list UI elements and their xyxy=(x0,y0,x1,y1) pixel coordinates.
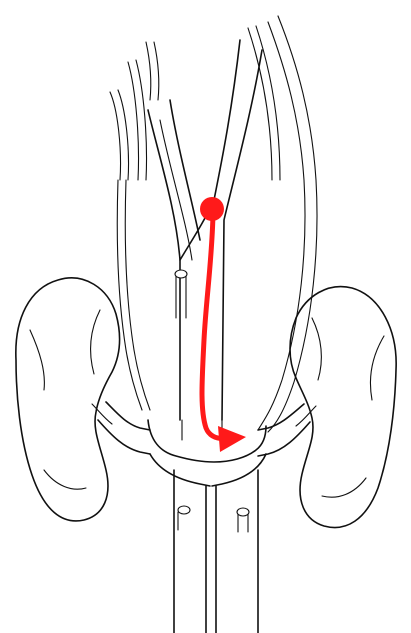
red-arrow-path xyxy=(202,214,232,439)
right-kidney xyxy=(290,287,396,528)
red-arrowhead xyxy=(218,426,246,452)
left-kidney xyxy=(16,278,120,521)
vessel-stubs xyxy=(175,270,249,532)
